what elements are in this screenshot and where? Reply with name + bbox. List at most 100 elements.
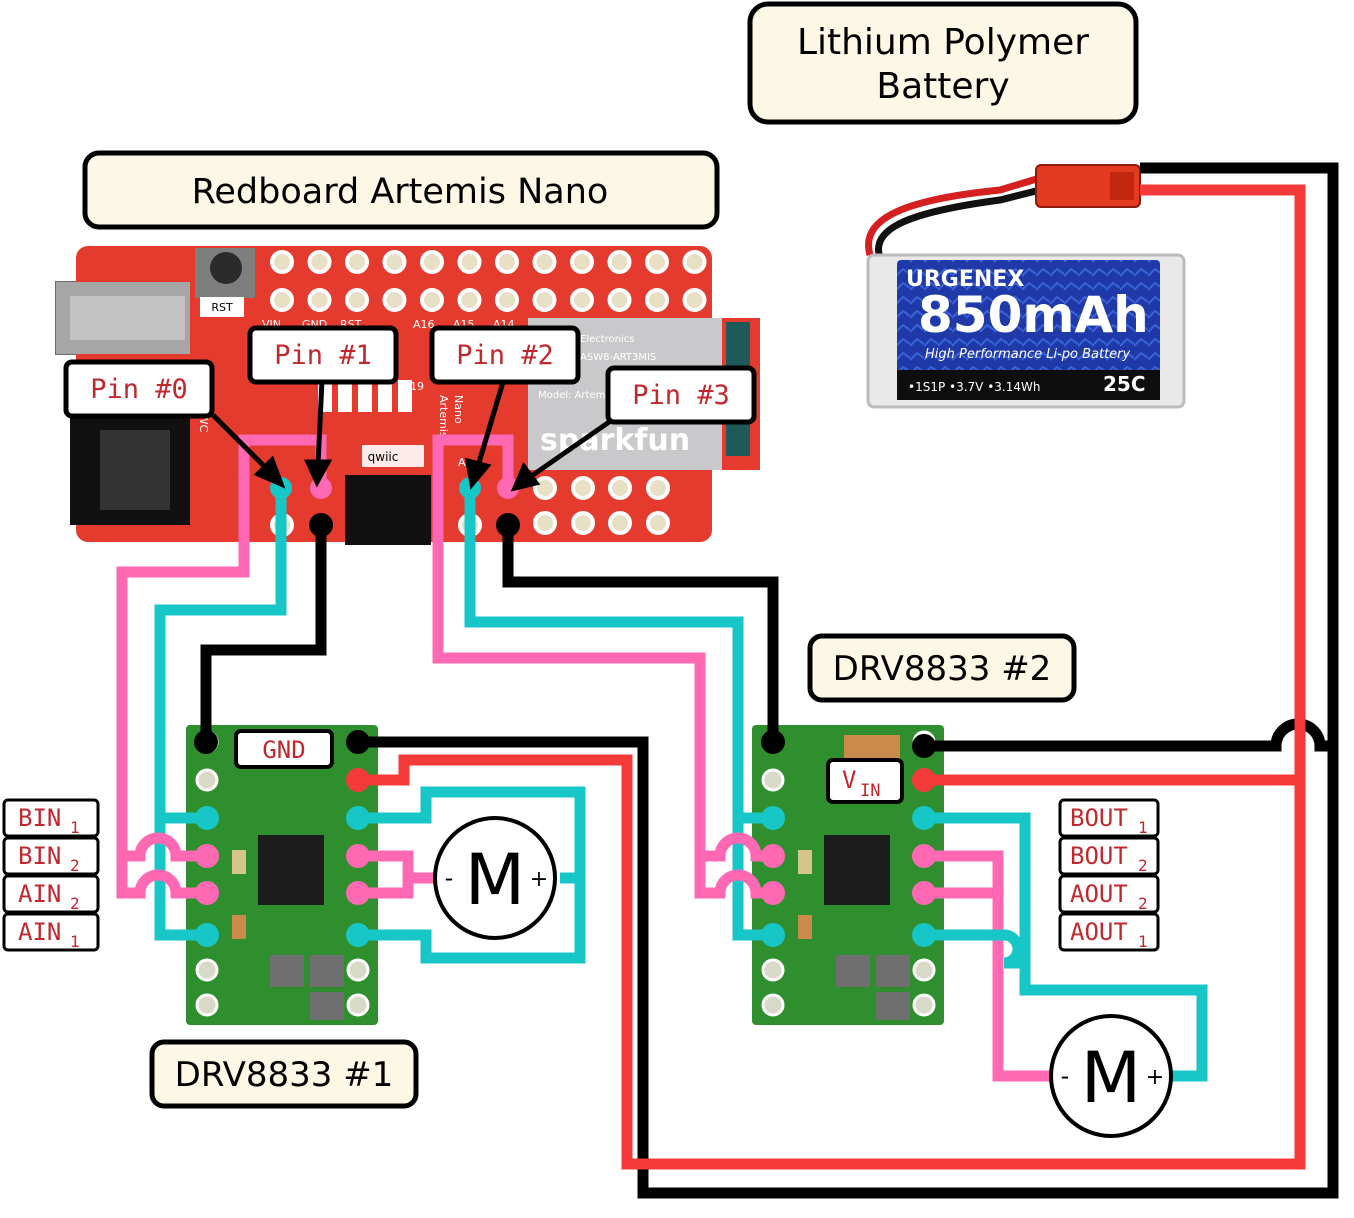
motor-2-minus: - bbox=[1061, 1062, 1070, 1090]
wire-pin3-ain2 bbox=[694, 856, 773, 899]
header-hole bbox=[571, 476, 595, 500]
redboard-title: Redboard Artemis Nano bbox=[192, 172, 609, 212]
header-hole bbox=[607, 250, 632, 274]
drv-pin-hole bbox=[912, 958, 936, 982]
rst-silk: RST bbox=[211, 301, 233, 314]
svg-text:2: 2 bbox=[1138, 894, 1148, 913]
silk-a2: A bbox=[458, 456, 466, 469]
drv2-label-bout1: BOUT 1 bbox=[1058, 798, 1160, 838]
wire-pin1-ain2 bbox=[116, 856, 207, 899]
module-line1: Electronics bbox=[580, 334, 635, 345]
drv2-title-box: DRV8833 #2 bbox=[807, 633, 1077, 703]
gnd-callout: GND bbox=[234, 729, 334, 769]
battery-specs: •1S1P •3.7V •3.14Wh bbox=[908, 380, 1040, 394]
silk-artemis: Artemis bbox=[437, 395, 450, 438]
drv-pin-hole bbox=[761, 993, 785, 1017]
header-hole bbox=[532, 288, 557, 312]
header-hole bbox=[270, 288, 294, 312]
svg-text:1: 1 bbox=[1138, 932, 1148, 951]
wire-drv1-aout1 bbox=[358, 878, 586, 964]
wire-pin3-bin2 bbox=[432, 434, 773, 862]
drv2-title: DRV8833 #2 bbox=[833, 649, 1052, 689]
motor-1-minus: - bbox=[445, 864, 454, 892]
header-hole bbox=[270, 250, 294, 274]
pin3-callout: Pin #3 bbox=[605, 365, 757, 425]
drv-pin-hole bbox=[761, 958, 785, 982]
module-line2: ASW8-ART3MIS bbox=[580, 352, 656, 363]
wire-pin0-bin1 bbox=[154, 488, 287, 824]
drv-pin-hole bbox=[761, 768, 785, 792]
wire-pin1-bin2 bbox=[116, 434, 327, 862]
qwiic-silk: qwiic bbox=[368, 450, 399, 464]
header-hole bbox=[457, 250, 482, 274]
drv-pin-hole bbox=[912, 993, 936, 1017]
silk-19: 19 bbox=[410, 380, 424, 393]
header-hole bbox=[571, 511, 595, 535]
drv2-pin-labels: BOUT 1 BOUT 2 AOUT 2 AOUT 1 bbox=[1058, 798, 1160, 952]
wire-drv1-aout2 bbox=[358, 878, 414, 899]
redboard-title-box: Redboard Artemis Nano bbox=[82, 150, 720, 230]
svg-text:2: 2 bbox=[70, 894, 80, 913]
pin1-label: Pin #1 bbox=[274, 340, 372, 371]
battery-rating: 25C bbox=[1103, 372, 1146, 396]
module-model: Model: Artemis bbox=[538, 390, 613, 401]
pin2-callout: Pin #2 bbox=[429, 325, 581, 385]
header-hole bbox=[608, 511, 632, 535]
silk-nano: Nano bbox=[452, 395, 465, 424]
header-hole bbox=[570, 250, 594, 274]
pin0-label: Pin #0 bbox=[90, 374, 188, 405]
header-hole bbox=[646, 476, 670, 500]
redboard-artemis-nano: RST Electronics ASW8-ART3MIS Model: Arte… bbox=[55, 246, 760, 545]
wire-gnd-drv1-logic bbox=[200, 525, 327, 742]
svg-text:2: 2 bbox=[70, 856, 80, 875]
drv1-label-ain2: AIN 2 bbox=[2, 874, 100, 914]
board-header-holes bbox=[270, 250, 707, 537]
svg-text:BOUT: BOUT bbox=[1070, 842, 1128, 870]
battery-title-box: Lithium Polymer Battery bbox=[747, 1, 1139, 125]
drv2-label-bout2: BOUT 2 bbox=[1058, 836, 1160, 876]
wire-drv1-bout2 bbox=[358, 850, 438, 884]
wire-gnd-drv2-power bbox=[924, 718, 1333, 752]
pin3-label: Pin #3 bbox=[632, 380, 730, 411]
header-hole bbox=[646, 511, 670, 535]
header-hole bbox=[532, 250, 557, 274]
header-hole bbox=[420, 250, 444, 274]
battery-brand: URGENEX bbox=[906, 267, 1024, 292]
header-hole bbox=[420, 288, 444, 312]
drv2-label-aout2: AOUT 2 bbox=[1058, 874, 1160, 914]
drv2-label-aout1: AOUT 1 bbox=[1058, 912, 1160, 952]
wire-pin2-bin1 bbox=[464, 488, 773, 824]
svg-text:1: 1 bbox=[70, 818, 80, 837]
header-hole bbox=[607, 288, 632, 312]
wire-gnd-drv2-logic bbox=[502, 525, 779, 742]
battery-tagline: High Performance Li-po Battery bbox=[925, 347, 1131, 362]
motor-1-letter: M bbox=[465, 839, 525, 921]
drv8833-board-1 bbox=[186, 725, 378, 1025]
motor-1-plus: + bbox=[530, 867, 548, 892]
wire-drv2-bout2 bbox=[924, 850, 1052, 1082]
header-hole bbox=[645, 288, 669, 312]
vin-sub: IN bbox=[860, 781, 880, 801]
header-hole bbox=[345, 250, 369, 274]
header-hole bbox=[608, 476, 632, 500]
drv1-label-bin2: BIN 2 bbox=[2, 836, 100, 876]
header-hole bbox=[533, 476, 557, 500]
pin1-callout: Pin #1 bbox=[247, 325, 399, 385]
svg-text:2: 2 bbox=[1138, 856, 1148, 875]
svg-text:BIN: BIN bbox=[18, 804, 61, 832]
pin0-callout: Pin #0 bbox=[63, 359, 215, 419]
header-hole bbox=[495, 288, 519, 312]
motor-2: M - + bbox=[1049, 1014, 1173, 1138]
drv-pin-hole bbox=[195, 993, 219, 1017]
gnd-label: GND bbox=[262, 736, 305, 764]
header-hole bbox=[307, 250, 332, 274]
svg-text:BOUT: BOUT bbox=[1070, 804, 1128, 832]
svg-text:AIN: AIN bbox=[18, 918, 61, 946]
header-hole bbox=[457, 288, 482, 312]
header-hole bbox=[307, 288, 332, 312]
wire-endpoints bbox=[194, 477, 936, 947]
header-hole bbox=[382, 288, 407, 312]
battery-title-line2: Battery bbox=[876, 66, 1009, 107]
svg-text:AIN: AIN bbox=[18, 880, 61, 908]
